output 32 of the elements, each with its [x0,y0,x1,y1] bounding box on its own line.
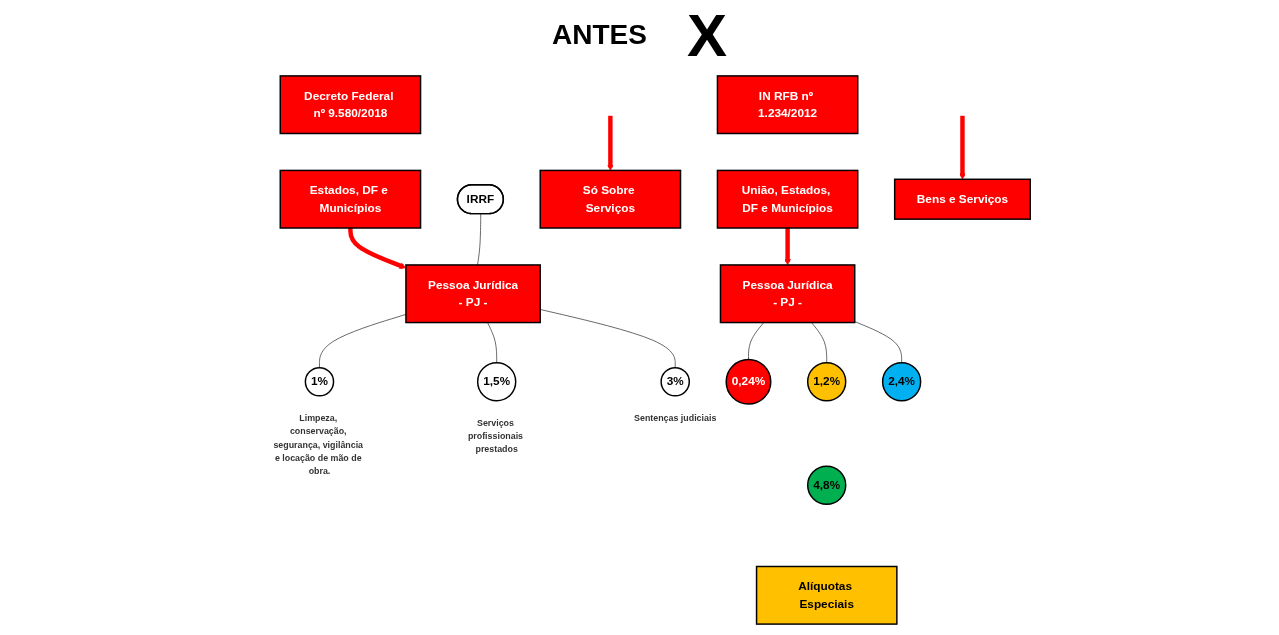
node-box: Só Sobre Serviços [539,169,681,229]
node-box: IN RFB nº 1.234/2012 [716,75,859,135]
connector [539,309,676,369]
node-circle: 3% [660,366,690,397]
versus-mark: X [686,0,727,70]
node-circle: 1,5% [476,362,517,402]
node-box: Alíquotas Especiais [755,565,898,625]
node-box: Estados, DF e Municípios [279,169,421,229]
node-label: Sentenças judiciais [633,412,717,424]
node-box: Pessoa Jurídica - PJ - [404,264,541,324]
node-label: Limpeza, conservação, segurança, vigilância e locação de mão de obra. [273,412,363,477]
connector [476,213,481,266]
node-label: Serviços profissionais prestados [467,417,523,455]
node-box: União, Estados, DF e Municípios [716,169,859,229]
arrow [958,115,966,180]
connector [747,322,764,360]
node-box: Pessoa Jurídica - PJ - [719,264,856,324]
arrow [606,115,614,171]
node-circle: 1,2% [806,362,847,402]
node-circle: 0,24% [725,358,772,405]
node-circle: 4,8% [806,465,847,505]
heading-text: ANTES [552,19,647,51]
arrow [347,228,406,269]
connector [486,322,497,364]
node-circle: 2,4% [881,362,922,402]
node-circle: 1% [304,366,334,397]
connector [318,314,406,369]
connector [810,322,827,364]
node-box: Decreto Federal nº 9.580/2018 [279,75,421,135]
node-box: Bens e Serviços [893,178,1031,220]
arrow [784,228,791,266]
connector [854,321,902,364]
